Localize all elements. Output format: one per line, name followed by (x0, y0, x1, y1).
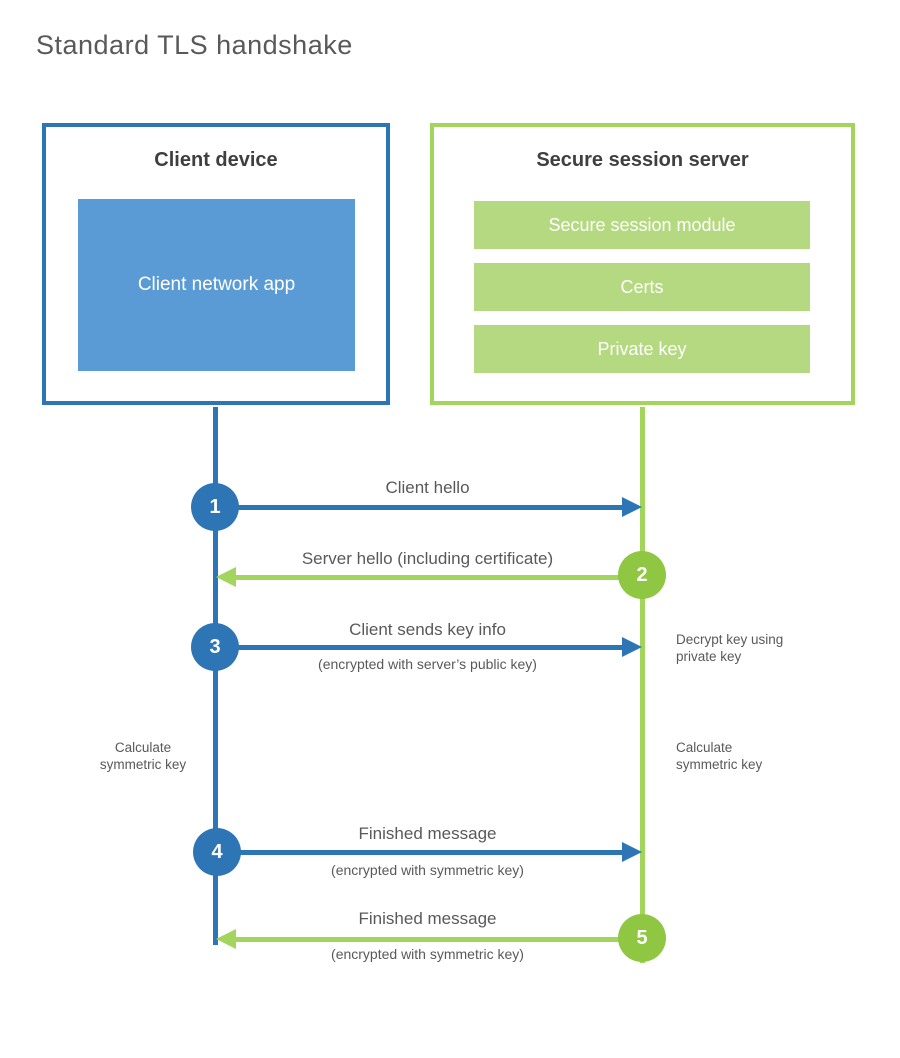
step-5-arrowhead-icon (216, 929, 236, 949)
step-3-arrow (216, 645, 622, 650)
client-network-app-label: Client network app (137, 274, 296, 296)
step-5-badge: 5 (618, 914, 666, 962)
step-3-label: Client sends key info (349, 620, 506, 639)
calculate-symmetric-key-note-right: Calculate symmetric key (676, 740, 763, 773)
calculate-symmetric-key-note-left: Calculate symmetric key (99, 740, 187, 773)
step-3-arrowhead-icon (622, 637, 642, 657)
client-device-title: Client device (154, 149, 278, 171)
step-5-label: Finished message (358, 909, 497, 928)
server-module-private-key: Private key (474, 325, 810, 373)
step-5-arrow (236, 937, 642, 942)
server-module-label: Certs (620, 276, 664, 297)
client-device-box: Client device Client network app (42, 123, 390, 405)
step-4-arrowhead-icon (622, 842, 642, 862)
step-4-arrow (218, 850, 622, 855)
step-4-label: Finished message (358, 824, 497, 843)
step-1-arrowhead-icon (622, 497, 642, 517)
step-1-label: Client hello (385, 478, 470, 497)
step-5-sublabel: (encrypted with symmetric key) (331, 946, 524, 962)
step-2-badge: 2 (618, 551, 666, 599)
step-1-arrow (216, 505, 622, 510)
step-2-arrowhead-icon (216, 567, 236, 587)
step-3-sublabel: (encrypted with server’s public key) (318, 656, 537, 672)
server-module-secure-session: Secure session module (474, 201, 810, 249)
server-module-label: Private key (597, 338, 687, 359)
server-lifeline (640, 407, 645, 963)
server-title: Secure session server (536, 149, 749, 171)
decrypt-key-note: Decrypt key using private key (676, 632, 784, 665)
step-2-arrow (236, 575, 642, 580)
client-lifeline (213, 407, 218, 945)
step-3-badge: 3 (191, 623, 239, 671)
server-box: Secure session server Secure session mod… (430, 123, 855, 405)
server-module-label: Secure session module (548, 214, 736, 235)
step-4-sublabel: (encrypted with symmetric key) (331, 862, 524, 878)
client-network-app-box: Client network app (78, 199, 355, 371)
step-1-badge: 1 (191, 483, 239, 531)
page-title: Standard TLS handshake (36, 30, 353, 60)
server-module-certs: Certs (474, 263, 810, 311)
step-4-badge: 4 (193, 828, 241, 876)
step-2-label: Server hello (including certificate) (301, 549, 554, 568)
